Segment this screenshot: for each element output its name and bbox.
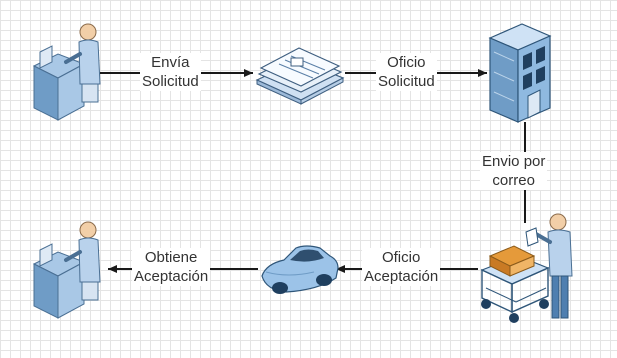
label-envio-correo-line2: correo: [492, 172, 535, 189]
label-obtiene-aceptacion: Obtiene Aceptación: [132, 248, 211, 286]
label-oficio-aceptacion-line2: Aceptación: [364, 268, 439, 285]
car-icon: [261, 245, 339, 294]
label-envio-correo: Envio por correo: [480, 152, 548, 190]
label-envia-solicitud: Envía Solicitud: [140, 53, 201, 91]
mail-clerk-cart-icon: [480, 213, 573, 323]
label-envio-correo-line1: Envio por: [482, 153, 546, 170]
label-oficio-solicitud-line1: Oficio: [387, 54, 426, 71]
label-oficio-solicitud: Oficio Solicitud: [376, 53, 437, 91]
label-obtiene-aceptacion-line1: Obtiene: [144, 249, 198, 266]
label-oficio-aceptacion: Oficio Aceptación: [362, 248, 441, 286]
label-oficio-aceptacion-line1: Oficio: [381, 249, 421, 266]
label-obtiene-aceptacion-line2: Aceptación: [134, 268, 209, 285]
label-envia-solicitud-line2: Solicitud: [142, 73, 199, 90]
person-at-desk-icon: [32, 221, 101, 319]
office-building-icon: [488, 23, 552, 123]
label-envia-solicitud-line1: Envía: [151, 54, 190, 71]
person-at-desk-icon: [32, 23, 101, 121]
label-oficio-solicitud-line2: Solicitud: [378, 73, 435, 90]
documents-stack-icon: [255, 47, 345, 105]
